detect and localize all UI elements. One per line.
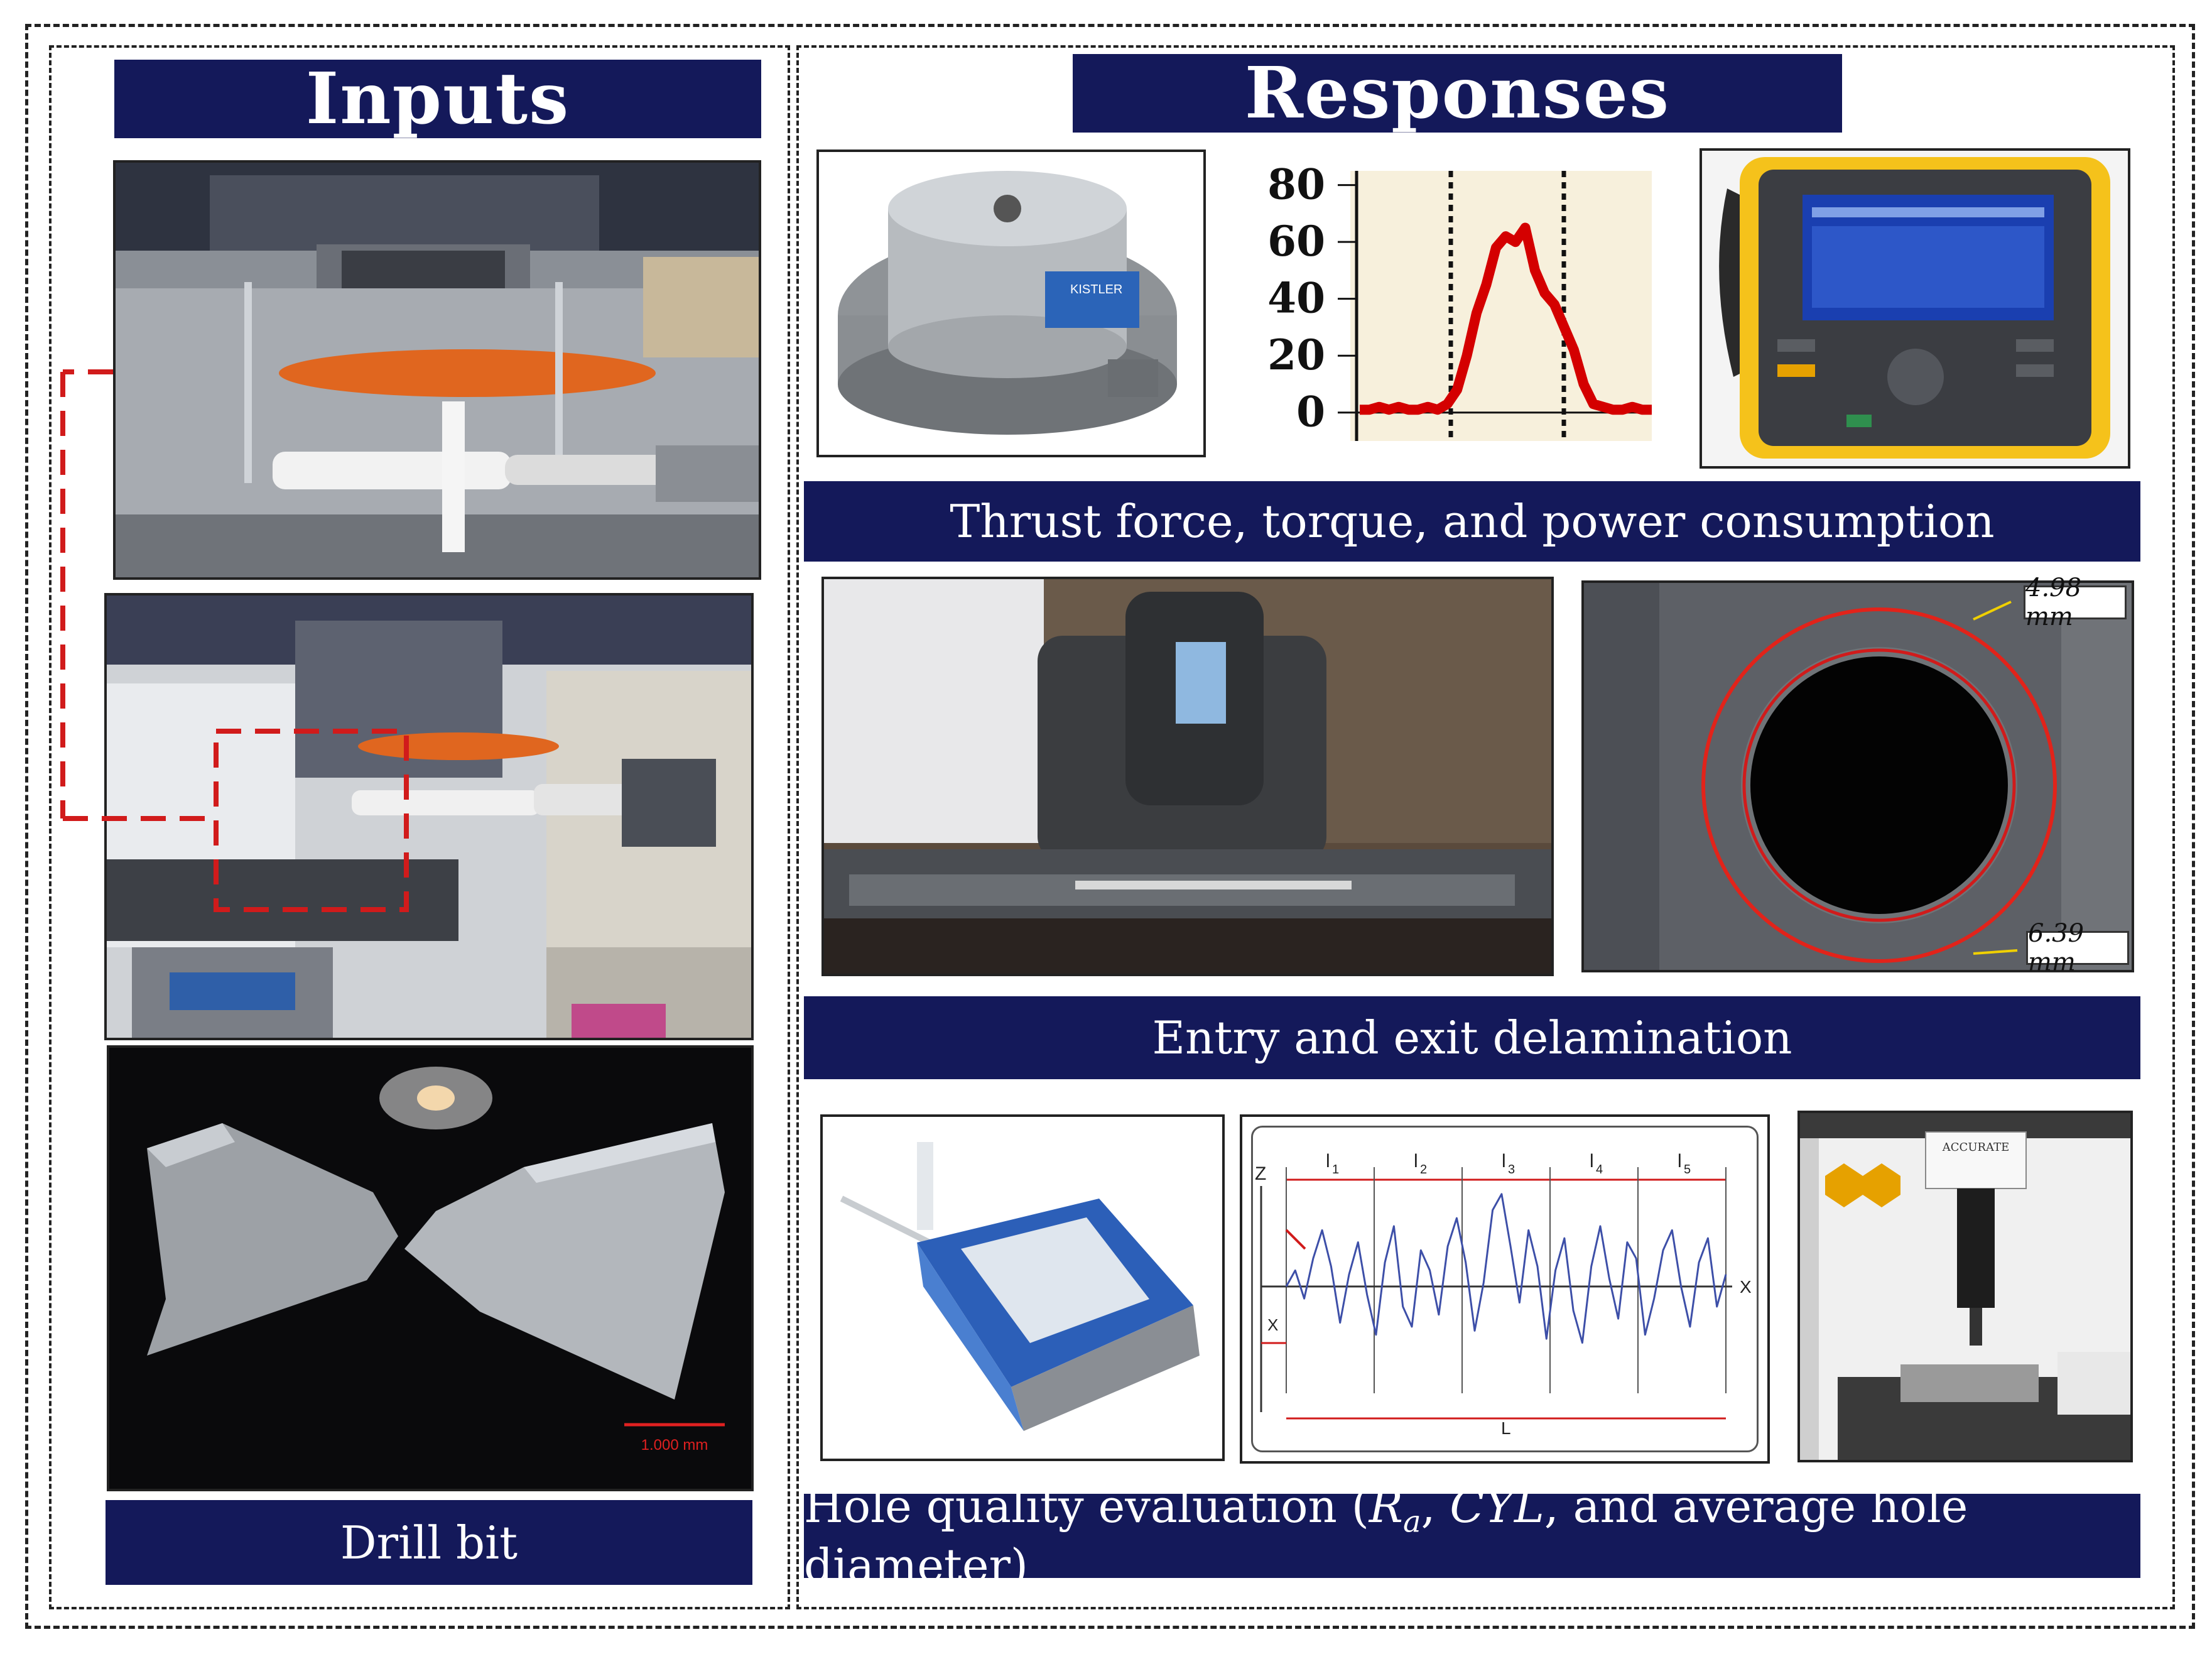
x-axis-label-right: X [1740,1277,1752,1297]
dynamometer-photo: KISTLER [816,150,1206,457]
dynamometer-brand: KISTLER [1070,283,1122,296]
inputs-title: Inputs [305,58,570,140]
entry-diameter-value: 4.98 mm [2025,574,2082,631]
segment-subscript: 5 [1684,1163,1691,1177]
thrust-force-plot: 80 60 40 20 0 [1250,146,1664,460]
inputs-title-banner: Inputs [114,58,761,140]
outer-frame [25,24,2195,1629]
x-axis-label-left: X [1267,1315,1278,1334]
segment-subscript: 2 [1420,1163,1427,1177]
segment-subscript: 3 [1508,1163,1515,1177]
segment-subscript: 4 [1596,1163,1603,1177]
hole-quality-caption-banner: Hole quality evaluation (Ra, CYL, and av… [804,1480,2140,1592]
delamination-caption-banner: Entry and exit delamination [804,996,2140,1079]
force-series-line [1360,222,1652,415]
scale-bar-label: 1.000 mm [641,1437,708,1454]
roughness-tester-photo [820,1114,1225,1461]
responses-title: Responses [1244,52,1671,134]
drill-bit-caption: Drill bit [340,1516,518,1569]
power-analyzer-photo [1700,148,2130,469]
entry-diameter-label: 4.98 mm [2024,574,2127,631]
segment-label: l [1414,1151,1418,1172]
drill-bit-caption-banner: Drill bit [106,1500,752,1585]
force-ytick-label: 0 [1296,388,1325,437]
force-ytick-label: 40 [1267,274,1325,323]
roughness-profile-inner [1251,1126,1759,1452]
z-axis-label: Z [1255,1163,1266,1184]
segment-label: l [1678,1151,1682,1172]
drilling-machine-photo [104,593,754,1040]
segment-label: l [1590,1151,1594,1172]
delamination-hole-photo [1581,580,2134,972]
inputs-panel [49,45,790,1609]
microscope-photo [821,577,1554,976]
responses-panel [796,45,2175,1609]
drill-bit-micrograph: 1.000 mm [107,1045,754,1491]
exit-diameter-label: 6.39 mm [2026,919,2129,977]
force-ytick-label: 60 [1267,217,1325,266]
peak-arrow [1285,1229,1306,1250]
segment-label: l [1326,1151,1330,1172]
drilling-setup-closeup-photo [113,160,761,580]
segment-subscript: 1 [1332,1163,1339,1177]
roughness-profile-line [1285,1193,1727,1344]
responses-title-banner: Responses [1073,52,1842,134]
hole-quality-caption: Hole quality evaluation (Ra, CYL, and av… [804,1479,1968,1592]
l-label: L [1501,1418,1511,1438]
force-ytick-label: 80 [1267,160,1325,209]
cmm-brand: ACCURATE [1942,1141,2009,1154]
force-caption: Thrust force, torque, and power consumpt… [950,495,1995,548]
force-caption-banner: Thrust force, torque, and power consumpt… [804,481,2140,562]
delamination-caption: Entry and exit delamination [1152,1011,1792,1064]
force-ytick-label: 20 [1267,330,1325,379]
cmm-photo: ACCURATE [1797,1111,2133,1462]
exit-diameter-value: 6.39 mm [2028,919,2085,977]
segment-label: l [1502,1151,1506,1172]
